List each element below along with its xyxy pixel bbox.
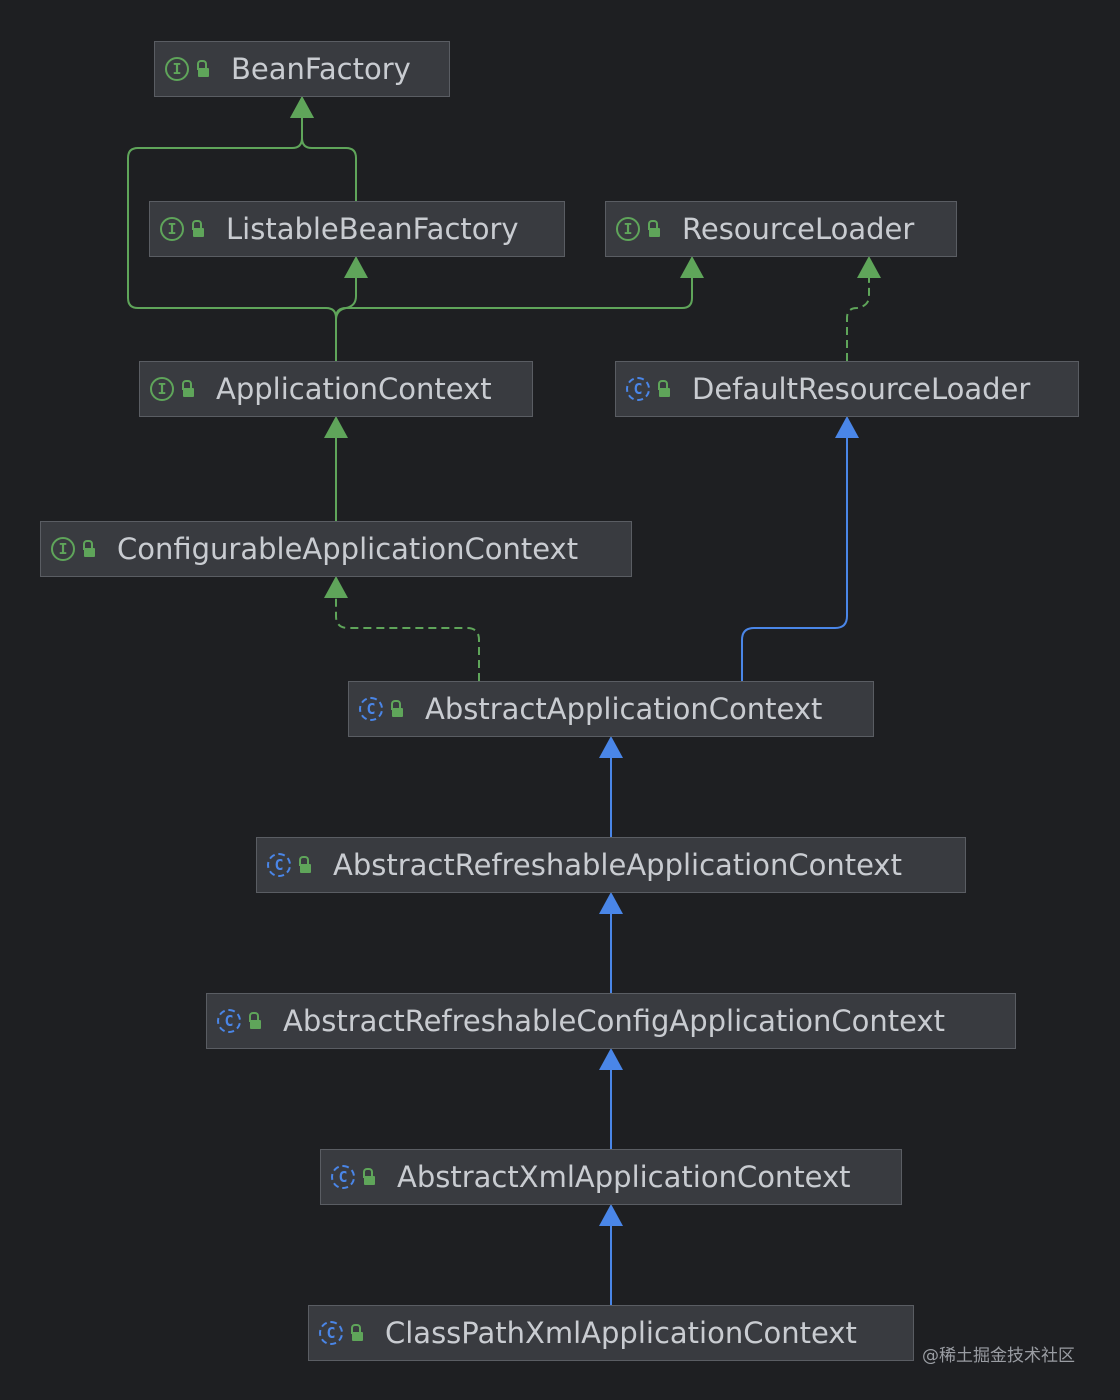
interface-icon: I (616, 217, 640, 241)
interface-icon: I (160, 217, 184, 241)
class-icon: C (626, 377, 650, 401)
public-lock-icon (658, 380, 670, 398)
node-listable[interactable]: I ListableBeanFactory (149, 201, 565, 257)
class-icon: C (331, 1165, 355, 1189)
arrowhead-refreshableconfig-to-refreshable (599, 892, 623, 914)
node-appcontext[interactable]: I ApplicationContext (139, 361, 533, 417)
node-xmlapp[interactable]: C AbstractXmlApplicationContext (320, 1149, 902, 1205)
edge-appcontext-to-resourceloader (335, 278, 693, 361)
edge-abstractapp-to-configurable (335, 598, 480, 681)
public-lock-icon (249, 1012, 261, 1030)
node-label: AbstractRefreshableConfigApplicationCont… (283, 1004, 946, 1038)
node-label: BeanFactory (231, 52, 411, 86)
class-icon: C (359, 697, 383, 721)
public-lock-icon (83, 540, 95, 558)
public-lock-icon (299, 856, 311, 874)
public-lock-icon (363, 1168, 375, 1186)
node-beanfactory[interactable]: I BeanFactory (154, 41, 450, 97)
arrowhead-xmlapp-to-refreshableconfig (599, 1048, 623, 1070)
node-configurable[interactable]: I ConfigurableApplicationContext (40, 521, 632, 577)
node-label: ClassPathXmlApplicationContext (385, 1316, 857, 1350)
edge-abstractapp-to-defaultloader (741, 438, 848, 681)
public-lock-icon (192, 220, 204, 238)
node-abstractapp[interactable]: C AbstractApplicationContext (348, 681, 874, 737)
node-label: AbstractApplicationContext (425, 692, 823, 726)
node-label: AbstractRefreshableApplicationContext (333, 848, 902, 882)
public-lock-icon (197, 60, 209, 78)
interface-icon: I (51, 537, 75, 561)
node-classpathxml[interactable]: C ClassPathXmlApplicationContext (308, 1305, 914, 1361)
edge-defaultloader-to-resourceloader (846, 278, 870, 361)
public-lock-icon (351, 1324, 363, 1342)
public-lock-icon (182, 380, 194, 398)
arrowhead-abstractapp-to-configurable (324, 576, 348, 598)
node-label: ApplicationContext (216, 372, 492, 406)
class-icon: C (319, 1321, 343, 1345)
arrowhead-defaultloader-to-resourceloader (857, 256, 881, 278)
arrowhead-appcontext-to-listable (344, 256, 368, 278)
node-label: ListableBeanFactory (226, 212, 519, 246)
public-lock-icon (648, 220, 660, 238)
arrowhead-abstractapp-to-defaultloader (835, 416, 859, 438)
arrowhead-configurable-to-appcontext (324, 416, 348, 438)
node-resourceloader[interactable]: I ResourceLoader (605, 201, 957, 257)
interface-icon: I (165, 57, 189, 81)
arrowhead-appcontext-to-resourceloader (680, 256, 704, 278)
watermark: @稀土掘金技术社区 (922, 1346, 1075, 1366)
edge-appcontext-to-listable (335, 278, 357, 361)
node-label: AbstractXmlApplicationContext (397, 1160, 851, 1194)
edge-listable-to-beanfactory (301, 118, 357, 201)
node-label: ResourceLoader (682, 212, 915, 246)
node-label: DefaultResourceLoader (692, 372, 1031, 406)
class-icon: C (217, 1009, 241, 1033)
node-refreshable[interactable]: C AbstractRefreshableApplicationContext (256, 837, 966, 893)
node-label: ConfigurableApplicationContext (117, 532, 579, 566)
edge-appcontext-to-beanfactory (127, 118, 337, 361)
arrowhead-appcontext-to-beanfactory (290, 96, 314, 118)
node-defaultloader[interactable]: C DefaultResourceLoader (615, 361, 1079, 417)
interface-icon: I (150, 377, 174, 401)
public-lock-icon (391, 700, 403, 718)
arrowhead-classpathxml-to-xmlapp (599, 1204, 623, 1226)
arrowhead-refreshable-to-abstractapp (599, 736, 623, 758)
node-refreshableconfig[interactable]: C AbstractRefreshableConfigApplicationCon… (206, 993, 1016, 1049)
class-icon: C (267, 853, 291, 877)
